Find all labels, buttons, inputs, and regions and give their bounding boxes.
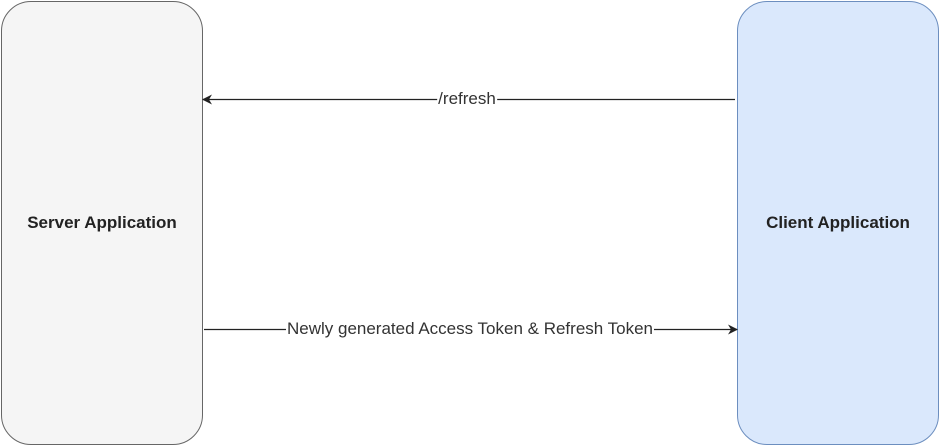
client-application-label: Client Application — [766, 213, 910, 232]
refresh-edge-label: /refresh — [437, 89, 497, 109]
server-application-label: Server Application — [27, 213, 177, 232]
tokens-edge-label: Newly generated Access Token & Refresh T… — [285, 319, 655, 339]
server-application-node[interactable]: Server Application — [1, 1, 203, 445]
client-application-node[interactable]: Client Application — [737, 1, 939, 445]
